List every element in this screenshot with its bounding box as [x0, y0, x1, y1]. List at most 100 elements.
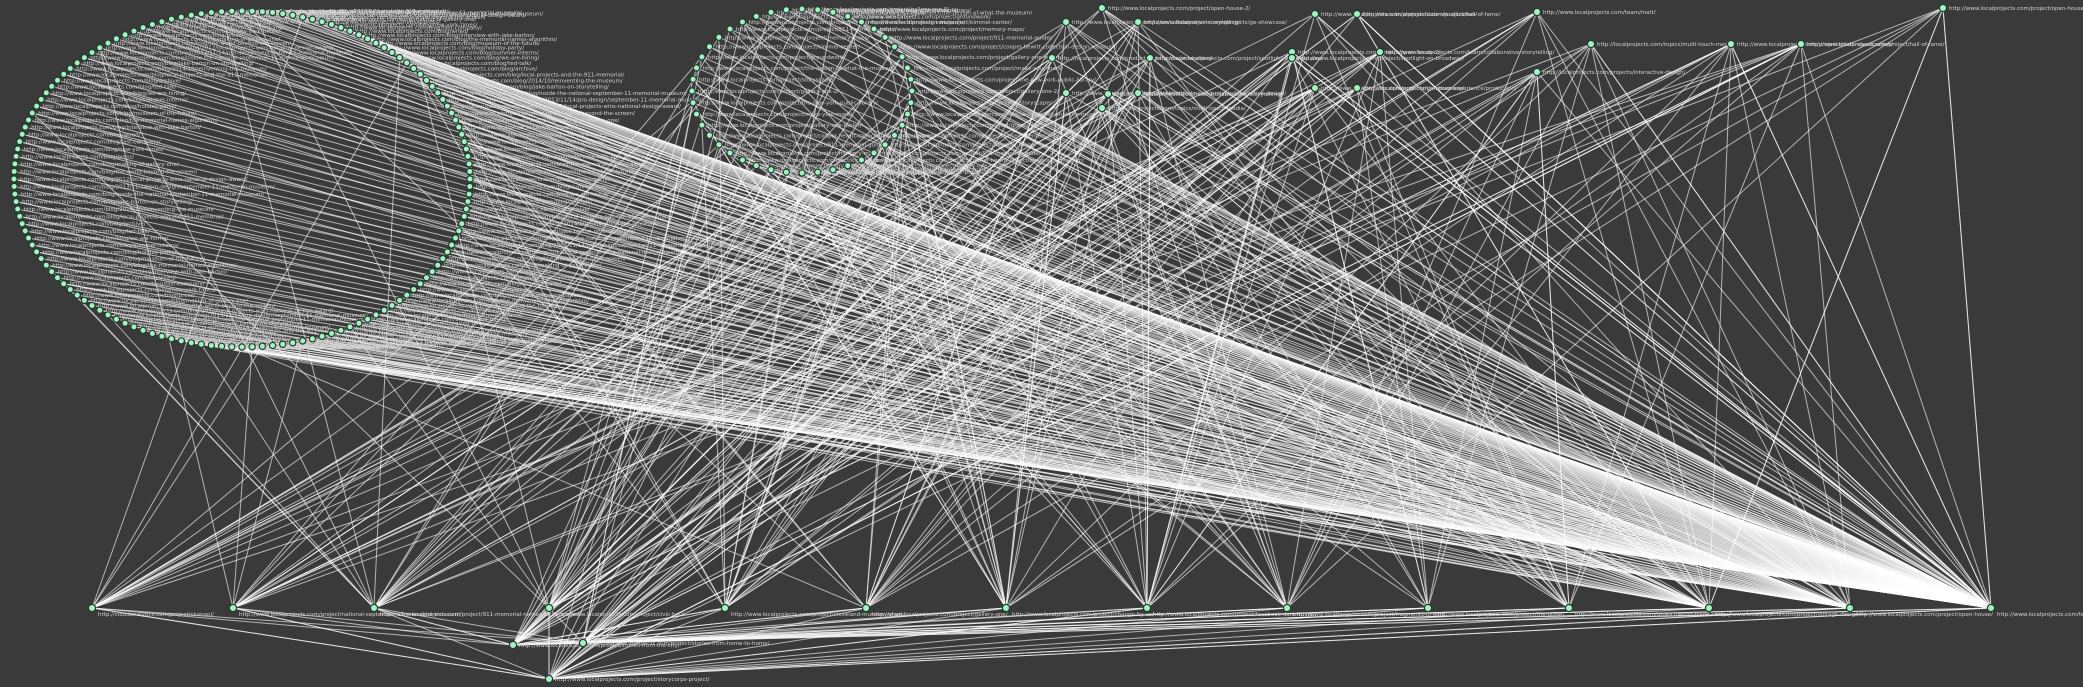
graph-node[interactable] [715, 140, 723, 149]
graph-node[interactable] [1097, 103, 1107, 113]
graph-node[interactable] [346, 27, 354, 35]
graph-node[interactable] [258, 8, 267, 16]
graph-node[interactable] [228, 343, 236, 351]
graph-node[interactable] [10, 182, 18, 191]
graph-node[interactable] [705, 43, 714, 51]
graph-node[interactable] [197, 340, 205, 348]
graph-node[interactable] [898, 53, 906, 61]
graph-node[interactable] [177, 337, 185, 345]
graph-node[interactable] [380, 44, 388, 52]
graph-node[interactable] [187, 339, 195, 347]
graph-node[interactable] [248, 7, 256, 15]
graph-node[interactable] [898, 121, 906, 129]
graph-node[interactable] [21, 227, 29, 235]
graph-node[interactable] [890, 131, 899, 139]
graph-node[interactable] [104, 39, 112, 47]
graph-node[interactable] [907, 75, 915, 84]
graph-node[interactable] [458, 130, 466, 138]
graph-node[interactable] [857, 156, 866, 164]
graph-node[interactable] [289, 339, 297, 347]
graph-node[interactable] [1532, 67, 1542, 77]
graph-node[interactable] [42, 261, 51, 269]
graph-node[interactable] [187, 11, 195, 19]
graph-node[interactable] [861, 603, 871, 613]
graph-node[interactable] [167, 15, 176, 23]
graph-node[interactable] [416, 280, 424, 288]
graph-node[interactable] [258, 342, 267, 350]
graph-node[interactable] [428, 82, 436, 91]
graph-node[interactable] [53, 76, 62, 85]
graph-node[interactable] [16, 212, 24, 221]
graph-node[interactable] [422, 274, 431, 282]
graph-node[interactable] [1310, 9, 1320, 19]
graph-node[interactable] [268, 341, 277, 350]
graph-node[interactable] [197, 10, 205, 18]
graph-node[interactable] [881, 33, 889, 42]
graph-node[interactable] [857, 18, 866, 26]
graph-node[interactable] [466, 182, 474, 191]
graph-node[interactable] [238, 343, 246, 351]
graph-node[interactable] [458, 219, 466, 228]
graph-node[interactable] [466, 175, 474, 183]
graph-node[interactable] [53, 274, 62, 282]
graph-node[interactable] [248, 343, 256, 351]
graph-node[interactable] [1061, 17, 1071, 27]
graph-node[interactable] [403, 59, 411, 67]
graph-node[interactable] [448, 241, 456, 249]
graph-node[interactable] [121, 319, 129, 327]
graph-node[interactable] [1845, 603, 1855, 613]
graph-node[interactable] [1726, 39, 1736, 49]
graph-node[interactable] [460, 212, 468, 221]
graph-node[interactable] [782, 6, 791, 14]
graph-node[interactable] [698, 53, 706, 61]
graph-node[interactable] [130, 27, 138, 35]
graph-node[interactable] [798, 5, 806, 13]
graph-node[interactable] [814, 6, 822, 14]
graph-node[interactable] [1097, 3, 1107, 13]
graph-node[interactable] [460, 137, 468, 146]
graph-node[interactable] [217, 8, 226, 16]
graph-node[interactable] [1287, 53, 1297, 63]
graph-node[interactable] [66, 64, 75, 73]
graph-node[interactable] [32, 248, 41, 256]
graph-node[interactable] [177, 13, 185, 21]
graph-node[interactable] [73, 59, 81, 67]
graph-node[interactable] [12, 197, 20, 206]
graph-node[interactable] [752, 161, 761, 170]
graph-node[interactable] [881, 140, 889, 149]
graph-node[interactable] [228, 7, 236, 15]
graph-node[interactable] [337, 326, 345, 335]
graph-node[interactable] [217, 342, 226, 350]
graph-node[interactable] [66, 285, 75, 294]
graph-node[interactable] [844, 161, 852, 170]
graph-node[interactable] [37, 254, 45, 263]
graph-node[interactable] [318, 332, 326, 340]
graph-node[interactable] [327, 329, 336, 338]
graph-node[interactable] [24, 116, 33, 124]
graph-node[interactable] [268, 8, 277, 17]
graph-node[interactable] [1103, 89, 1113, 99]
graph-node[interactable] [279, 10, 287, 18]
graph-node[interactable] [1938, 3, 1948, 13]
graph-node[interactable] [403, 291, 411, 299]
graph-node[interactable] [14, 205, 22, 213]
graph-node[interactable] [96, 44, 104, 52]
graph-node[interactable] [466, 167, 474, 176]
graph-node[interactable] [395, 296, 404, 305]
graph-node[interactable] [1704, 603, 1714, 613]
graph-node[interactable] [10, 167, 18, 176]
graph-node[interactable] [380, 306, 388, 314]
graph-node[interactable] [395, 53, 404, 62]
graph-node[interactable] [1986, 603, 1996, 613]
graph-node[interactable] [829, 8, 837, 17]
graph-node[interactable] [907, 98, 915, 107]
graph-node[interactable] [428, 267, 436, 276]
graph-node[interactable] [60, 70, 68, 79]
graph-node[interactable] [1282, 603, 1292, 613]
graph-node[interactable] [1133, 88, 1143, 98]
graph-node[interactable] [767, 165, 775, 174]
graph-node[interactable] [465, 190, 473, 198]
graph-node[interactable] [112, 35, 121, 43]
graph-node[interactable] [139, 23, 147, 32]
graph-node[interactable] [48, 267, 56, 276]
